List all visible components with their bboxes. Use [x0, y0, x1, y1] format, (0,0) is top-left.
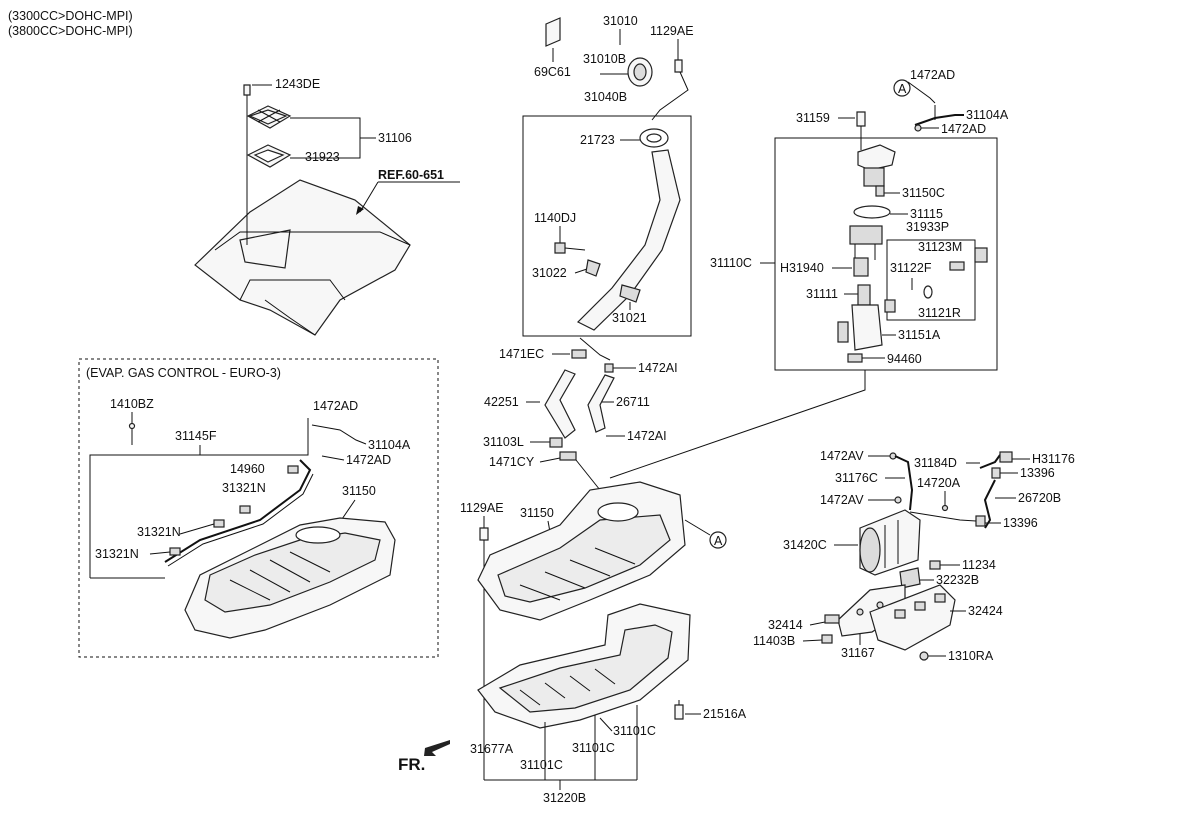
sub-parts-frame: [886, 239, 976, 321]
front-direction-label: FR.: [398, 755, 425, 774]
label-1129AE-tank: 1129AE: [460, 501, 504, 515]
label-31933P: 31933P: [906, 220, 949, 234]
label-evap-gas-control: (EVAP. GAS CONTROL - EURO-3): [86, 366, 281, 380]
fuel-pump-body: [837, 304, 883, 351]
label-31145F: 31145F: [175, 429, 217, 443]
label-13396-b: 13396: [1003, 516, 1038, 530]
floor-panel-assembly: [194, 84, 411, 336]
label-31184D: 31184D: [914, 456, 957, 470]
hose-26711: [587, 374, 615, 433]
label-31101C-a: 31101C: [613, 724, 656, 738]
pump-seal-ring: [853, 205, 891, 219]
label-A-pump: A: [898, 82, 907, 96]
label-31159: 31159: [796, 111, 830, 125]
pump-flange: [857, 144, 896, 187]
label-31420C: 31420C: [783, 538, 827, 552]
label-1471EC: 1471EC: [499, 347, 544, 361]
label-31040B: 31040B: [584, 90, 627, 104]
label-31321N-b: 31321N: [137, 525, 181, 539]
fuel-pump-module-frame: [774, 137, 998, 371]
label-1472AV-b: 1472AV: [820, 493, 864, 507]
reference-circle-A-pump: [893, 79, 911, 97]
label-1129AE-top: 1129AE: [650, 24, 694, 38]
label-31321N-a: 31321N: [222, 481, 266, 495]
label-1472AI-a: 1472AI: [638, 361, 678, 375]
label-13396-a: 13396: [1020, 466, 1055, 480]
reference-circle-A-tank: [709, 531, 727, 549]
label-31021: 31021: [612, 311, 647, 325]
label-14720A: 14720A: [917, 476, 961, 490]
label-31167: 31167: [841, 646, 875, 660]
hose-42251: [544, 369, 576, 439]
label-31101C-b: 31101C: [572, 741, 615, 755]
label-1472AD-pump-b: 1472AD: [941, 122, 986, 136]
label-1140DJ: 1140DJ: [534, 211, 576, 225]
label-26720B: 26720B: [1018, 491, 1061, 505]
label-31104A-evap: 31104A: [368, 438, 411, 452]
label-31103L: 31103L: [483, 435, 524, 449]
label-1310RA: 1310RA: [948, 649, 994, 663]
label-11234: 11234: [962, 558, 996, 572]
label-31923: 31923: [305, 150, 340, 164]
label-14960: 14960: [230, 462, 265, 476]
pump-sender-assembly: [849, 225, 883, 260]
label-31010: 31010: [603, 14, 638, 28]
label-31104A-pump: 31104A: [966, 108, 1009, 122]
label-1471CY: 1471CY: [489, 455, 535, 469]
evap-gas-control-frame: [78, 358, 439, 658]
label-1410BZ: 1410BZ: [110, 397, 154, 411]
label-31111: 31111: [806, 287, 838, 301]
label-sticker: [545, 17, 561, 47]
label-H31940: H31940: [780, 261, 824, 275]
label-26711: 26711: [616, 395, 650, 409]
label-31176C: 31176C: [835, 471, 878, 485]
label-11403B: 11403B: [753, 634, 795, 648]
label-31150-tank: 31150: [520, 506, 554, 520]
canister-cover-32424: [869, 584, 956, 651]
label-31110C: 31110C: [710, 256, 752, 270]
label-21516A: 21516A: [703, 707, 747, 721]
engine-spec-line-1: (3300CC>DOHC-MPI): [8, 9, 133, 23]
label-42251: 42251: [484, 395, 519, 409]
label-32424: 32424: [968, 604, 1003, 618]
label-31022: 31022: [532, 266, 567, 280]
engine-spec-line-2: (3800CC>DOHC-MPI): [8, 24, 133, 38]
label-31121R: 31121R: [918, 306, 961, 320]
label-69C61: 69C61: [534, 65, 571, 79]
fuel-cap: [600, 57, 653, 87]
label-21723: 21723: [580, 133, 615, 147]
label-1472AD-pump-a: 1472AD: [910, 68, 955, 82]
label-31677A: 31677A: [470, 742, 514, 756]
label-1243DE: 1243DE: [275, 77, 320, 91]
label-31106: 31106: [378, 131, 412, 145]
label-1472AD-evap-b: 1472AD: [346, 453, 391, 467]
skid-plate: [477, 603, 691, 729]
label-31321N-c: 31321N: [95, 547, 139, 561]
label-32414: 32414: [768, 618, 803, 632]
label-31115: 31115: [910, 207, 943, 221]
label-31123M: 31123M: [918, 240, 962, 254]
label-A-tank: A: [714, 534, 723, 548]
filler-neck-frame: [522, 115, 692, 337]
label-1472AI-b: 1472AI: [627, 429, 667, 443]
label-31150C: 31150C: [902, 186, 945, 200]
fuel-tank-evap: [184, 517, 396, 639]
label-32232B: 32232B: [936, 573, 979, 587]
label-1472AV-a: 1472AV: [820, 449, 864, 463]
front-arrow-icon: [424, 740, 450, 756]
label-31151A: 31151A: [898, 328, 941, 342]
fuel-tank-main: [477, 481, 686, 621]
label-31122F: 31122F: [890, 261, 932, 275]
label-31010B: 31010B: [583, 52, 626, 66]
charcoal-canister: [859, 509, 921, 576]
label-31220B: 31220B: [543, 791, 586, 805]
label-31150-evap: 31150: [342, 484, 376, 498]
label-H31176: H31176: [1032, 452, 1075, 466]
label-1472AD-evap-a: 1472AD: [313, 399, 358, 413]
label-31101C-c: 31101C: [520, 758, 563, 772]
label-94460: 94460: [887, 352, 922, 366]
label-ref-60-651: REF.60-651: [378, 168, 444, 182]
evap-hose-line: [164, 459, 314, 567]
